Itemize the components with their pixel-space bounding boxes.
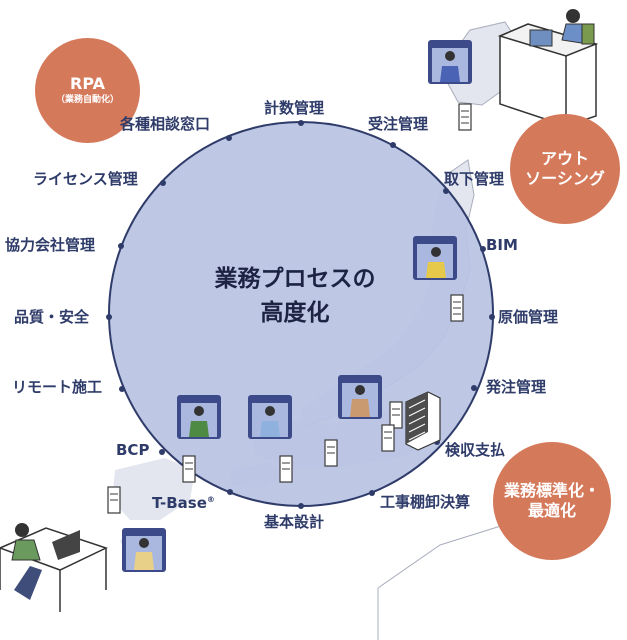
rpa-subtitle: （業務自動化）	[55, 95, 119, 105]
center-title-line2: 高度化	[260, 300, 330, 326]
circle-markers	[106, 120, 495, 509]
label-license: ライセンス管理	[33, 170, 138, 188]
desk-worker-illustration	[497, 9, 599, 127]
label-tbase-text: T-Base	[152, 494, 207, 512]
outsourcing-line2: ソーシング	[525, 169, 605, 188]
label-tbase: T-Base®	[152, 496, 215, 511]
building-icon	[405, 391, 441, 451]
label-torishita: 取下管理	[444, 170, 505, 188]
label-koji: 工事棚卸決算	[380, 493, 471, 511]
label-juchu: 受注管理	[368, 115, 429, 133]
label-genka: 原価管理	[498, 308, 559, 326]
label-kihon: 基本設計	[264, 513, 325, 531]
video-call-window	[122, 40, 472, 572]
server-lines	[110, 110, 469, 501]
label-bcp: BCP	[116, 441, 150, 459]
label-sodan: 各種相談窓口	[120, 115, 211, 133]
standardization-line2: 最適化	[527, 501, 576, 520]
outsourcing-badge: アウト ソーシング	[510, 114, 620, 224]
label-keisu: 計数管理	[264, 99, 325, 117]
label-bim: BIM	[486, 236, 518, 254]
remote-worker-illustration	[0, 523, 108, 612]
center-title-line1: 業務プロセスの	[214, 266, 376, 292]
label-tbase-mark: ®	[206, 495, 215, 504]
label-kenshu: 検収支払	[445, 441, 506, 459]
label-kyoryoku: 協力会社管理	[5, 236, 96, 254]
standardization-badge: 業務標準化・ 最適化	[493, 442, 611, 560]
label-remote: リモート施工	[12, 378, 103, 396]
rpa-title: RPA	[70, 74, 105, 93]
rpa-badge: RPA （業務自動化）	[35, 38, 140, 143]
label-hatchu: 発注管理	[486, 378, 547, 396]
standardization-line1: 業務標準化・	[503, 481, 600, 500]
outsourcing-line1: アウト	[540, 149, 589, 168]
center-title: 業務プロセスの 高度化	[170, 262, 420, 330]
label-hinshitsu: 品質・安全	[14, 308, 90, 326]
